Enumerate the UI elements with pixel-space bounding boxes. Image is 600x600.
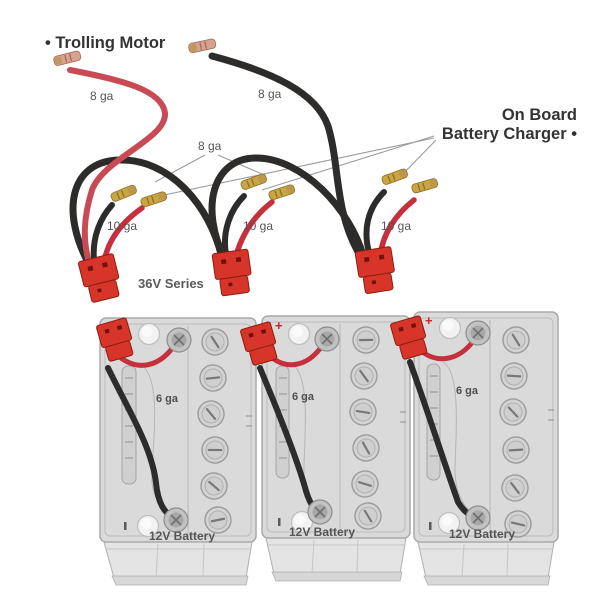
text-labels: • Trolling Motor On Board Battery Charge… <box>45 34 577 291</box>
bullet-terminal <box>410 177 440 195</box>
wire-assembly-2: 10 ga <box>211 172 297 298</box>
battery-1-base <box>111 575 249 586</box>
battery-3-label: 12V Battery <box>449 527 515 541</box>
bullet-terminal <box>139 190 169 209</box>
positive-terminal <box>166 327 192 353</box>
battery-1: + 6 ga 12V Battery <box>95 316 257 586</box>
jumper-gauge-pointer-left <box>154 154 206 183</box>
battery-post <box>287 322 311 346</box>
charger-black-lead <box>363 189 387 259</box>
battery-2-base <box>271 571 403 582</box>
negative-terminal <box>307 499 333 525</box>
battery-post <box>438 316 462 340</box>
battery-1-negative-wire <box>105 365 176 521</box>
wire-assembly-1: 10 ga <box>77 183 169 305</box>
battery-2: + 6 ga 12V Battery <box>239 315 411 582</box>
trolling-motor-label: • Trolling Motor <box>45 34 166 52</box>
quick-connector-1 <box>77 252 124 305</box>
assembly-2-gauge: 10 ga <box>243 219 273 233</box>
jumper-gauge-pointer-right <box>217 154 263 175</box>
battery-2-label: 12V Battery <box>289 525 355 539</box>
jumper-gauge-label: 8 ga <box>198 139 222 153</box>
molded-mark <box>124 522 127 530</box>
quick-connector-2 <box>211 248 255 298</box>
wire-assembly-3: 10 ga <box>354 167 440 295</box>
battery-1-label: 12V Battery <box>149 529 215 543</box>
series-label: 36V Series <box>138 276 204 291</box>
trolling-motor-positive-wire <box>67 67 168 266</box>
charger-label-line2: Battery Charger • <box>442 125 577 143</box>
assembly-3-gauge: 10 ga <box>381 219 411 233</box>
ring-terminal <box>52 49 83 67</box>
assembly-1-gauge: 10 ga <box>107 219 137 233</box>
trolling-motor-negative-wire <box>208 52 362 256</box>
battery-3-front-face <box>417 541 555 579</box>
trolling-black-gauge-label: 8 ga <box>258 87 282 101</box>
battery-2-wire-gauge: 6 ga <box>292 391 315 403</box>
bullet-terminal <box>109 183 139 203</box>
battery-3: + 6 ga 12V Battery <box>389 311 559 586</box>
molded-mark <box>278 518 281 526</box>
battery-2-polarity: + <box>275 318 283 333</box>
charger-black-lead <box>90 202 115 263</box>
trolling-motor-leads <box>52 37 362 266</box>
positive-terminal <box>465 320 491 346</box>
battery-2-front-face <box>265 537 407 575</box>
bullet-terminal <box>380 167 410 187</box>
battery-1-wire-gauge: 6 ga <box>156 393 179 405</box>
charger-pointer-line-2 <box>261 135 435 191</box>
charger-label-line1: On Board <box>502 106 577 124</box>
molded-mark <box>429 522 432 530</box>
battery-post <box>137 322 161 346</box>
series-jumper-wires <box>69 154 368 270</box>
ring-terminal <box>187 37 217 54</box>
positive-terminal <box>314 326 340 352</box>
trolling-red-gauge-label: 8 ga <box>90 89 114 103</box>
quick-connector-3 <box>354 245 398 295</box>
battery-1-front-face <box>103 541 253 579</box>
battery-3-wire-gauge: 6 ga <box>456 385 479 397</box>
battery-3-base <box>423 575 551 586</box>
battery-3-polarity: + <box>425 313 433 328</box>
charger-black-lead <box>222 193 247 257</box>
